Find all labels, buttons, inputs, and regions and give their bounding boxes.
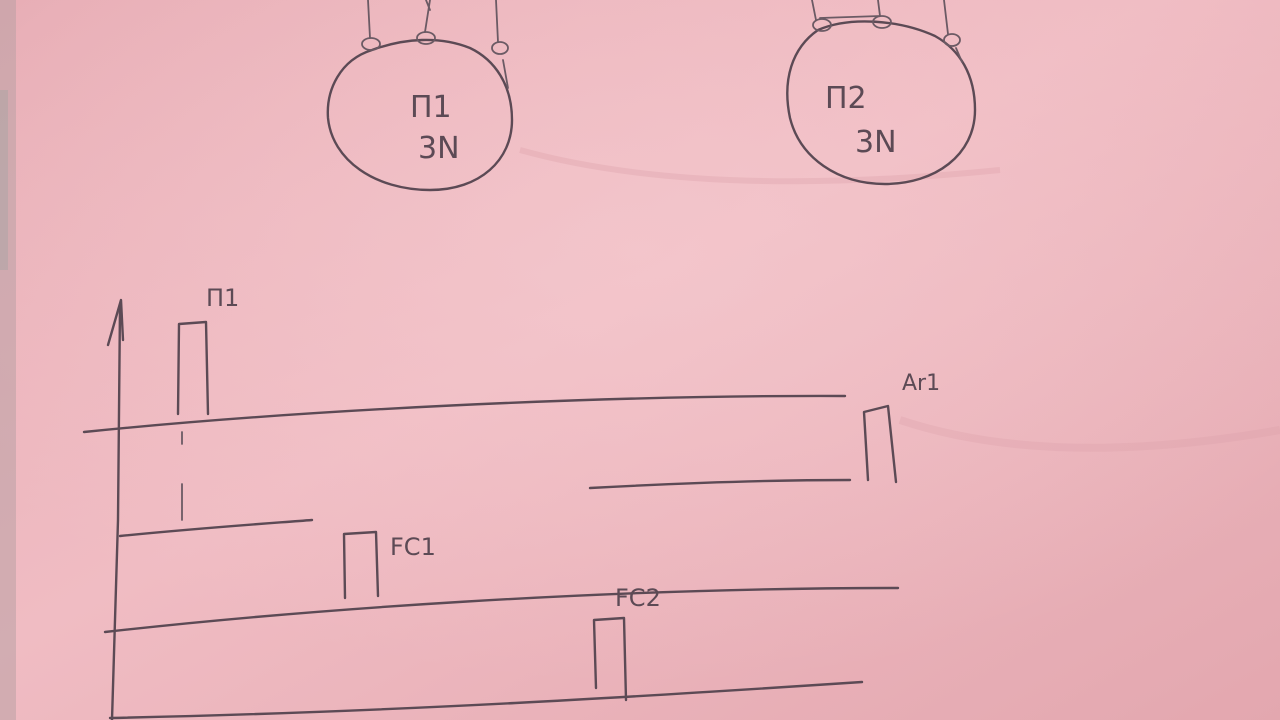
axis-arrow-icon [106, 298, 125, 347]
pulse-fc1-label: FC1 [390, 533, 436, 561]
node-2-wire [943, 0, 949, 35]
pulse-fc2-label: FC2 [615, 584, 661, 612]
pulse-fc2 [592, 616, 628, 702]
pulse-ar1-label: Ar1 [902, 371, 940, 396]
node-2-terminal [812, 18, 832, 32]
pulse-p1 [176, 320, 210, 416]
pulse-ar1 [862, 404, 898, 484]
trace-4-baseline [108, 680, 864, 720]
node-1-symbol: П1 3N [326, 0, 514, 192]
paper-crease [519, 147, 1001, 185]
node-1-label-top: П1 [410, 90, 452, 125]
node-2-symbol: П2 3N [786, 0, 977, 186]
node-2-circle [786, 20, 977, 186]
node-2-terminal [872, 15, 892, 29]
node-1-label-bottom: 3N [418, 131, 460, 166]
vertical-axis [110, 303, 122, 720]
node-2-label-top: П2 [825, 81, 867, 116]
node-2-wire [811, 0, 817, 21]
trace-2-baseline [118, 478, 852, 538]
node-1-wire [495, 0, 499, 43]
pulse-p1-label: П1 [206, 284, 239, 312]
node-1-wire [424, 0, 431, 33]
node-2-terminal [943, 33, 961, 47]
node-1-terminal [491, 41, 509, 55]
node-1-terminal [416, 31, 436, 45]
trace-3-baseline [103, 586, 900, 634]
paper-edge-shadow [0, 0, 16, 720]
pulse-fc1 [342, 530, 380, 600]
node-2-label-bottom: 3N [855, 125, 897, 160]
node-2-wire [877, 0, 881, 17]
node-1-terminal [361, 37, 381, 51]
node-1-circle [326, 38, 514, 192]
timing-diagram: П1 Ar1 FC1 FC2 [82, 284, 940, 720]
trace-1-baseline [82, 394, 847, 434]
node-1-wire [367, 0, 371, 39]
